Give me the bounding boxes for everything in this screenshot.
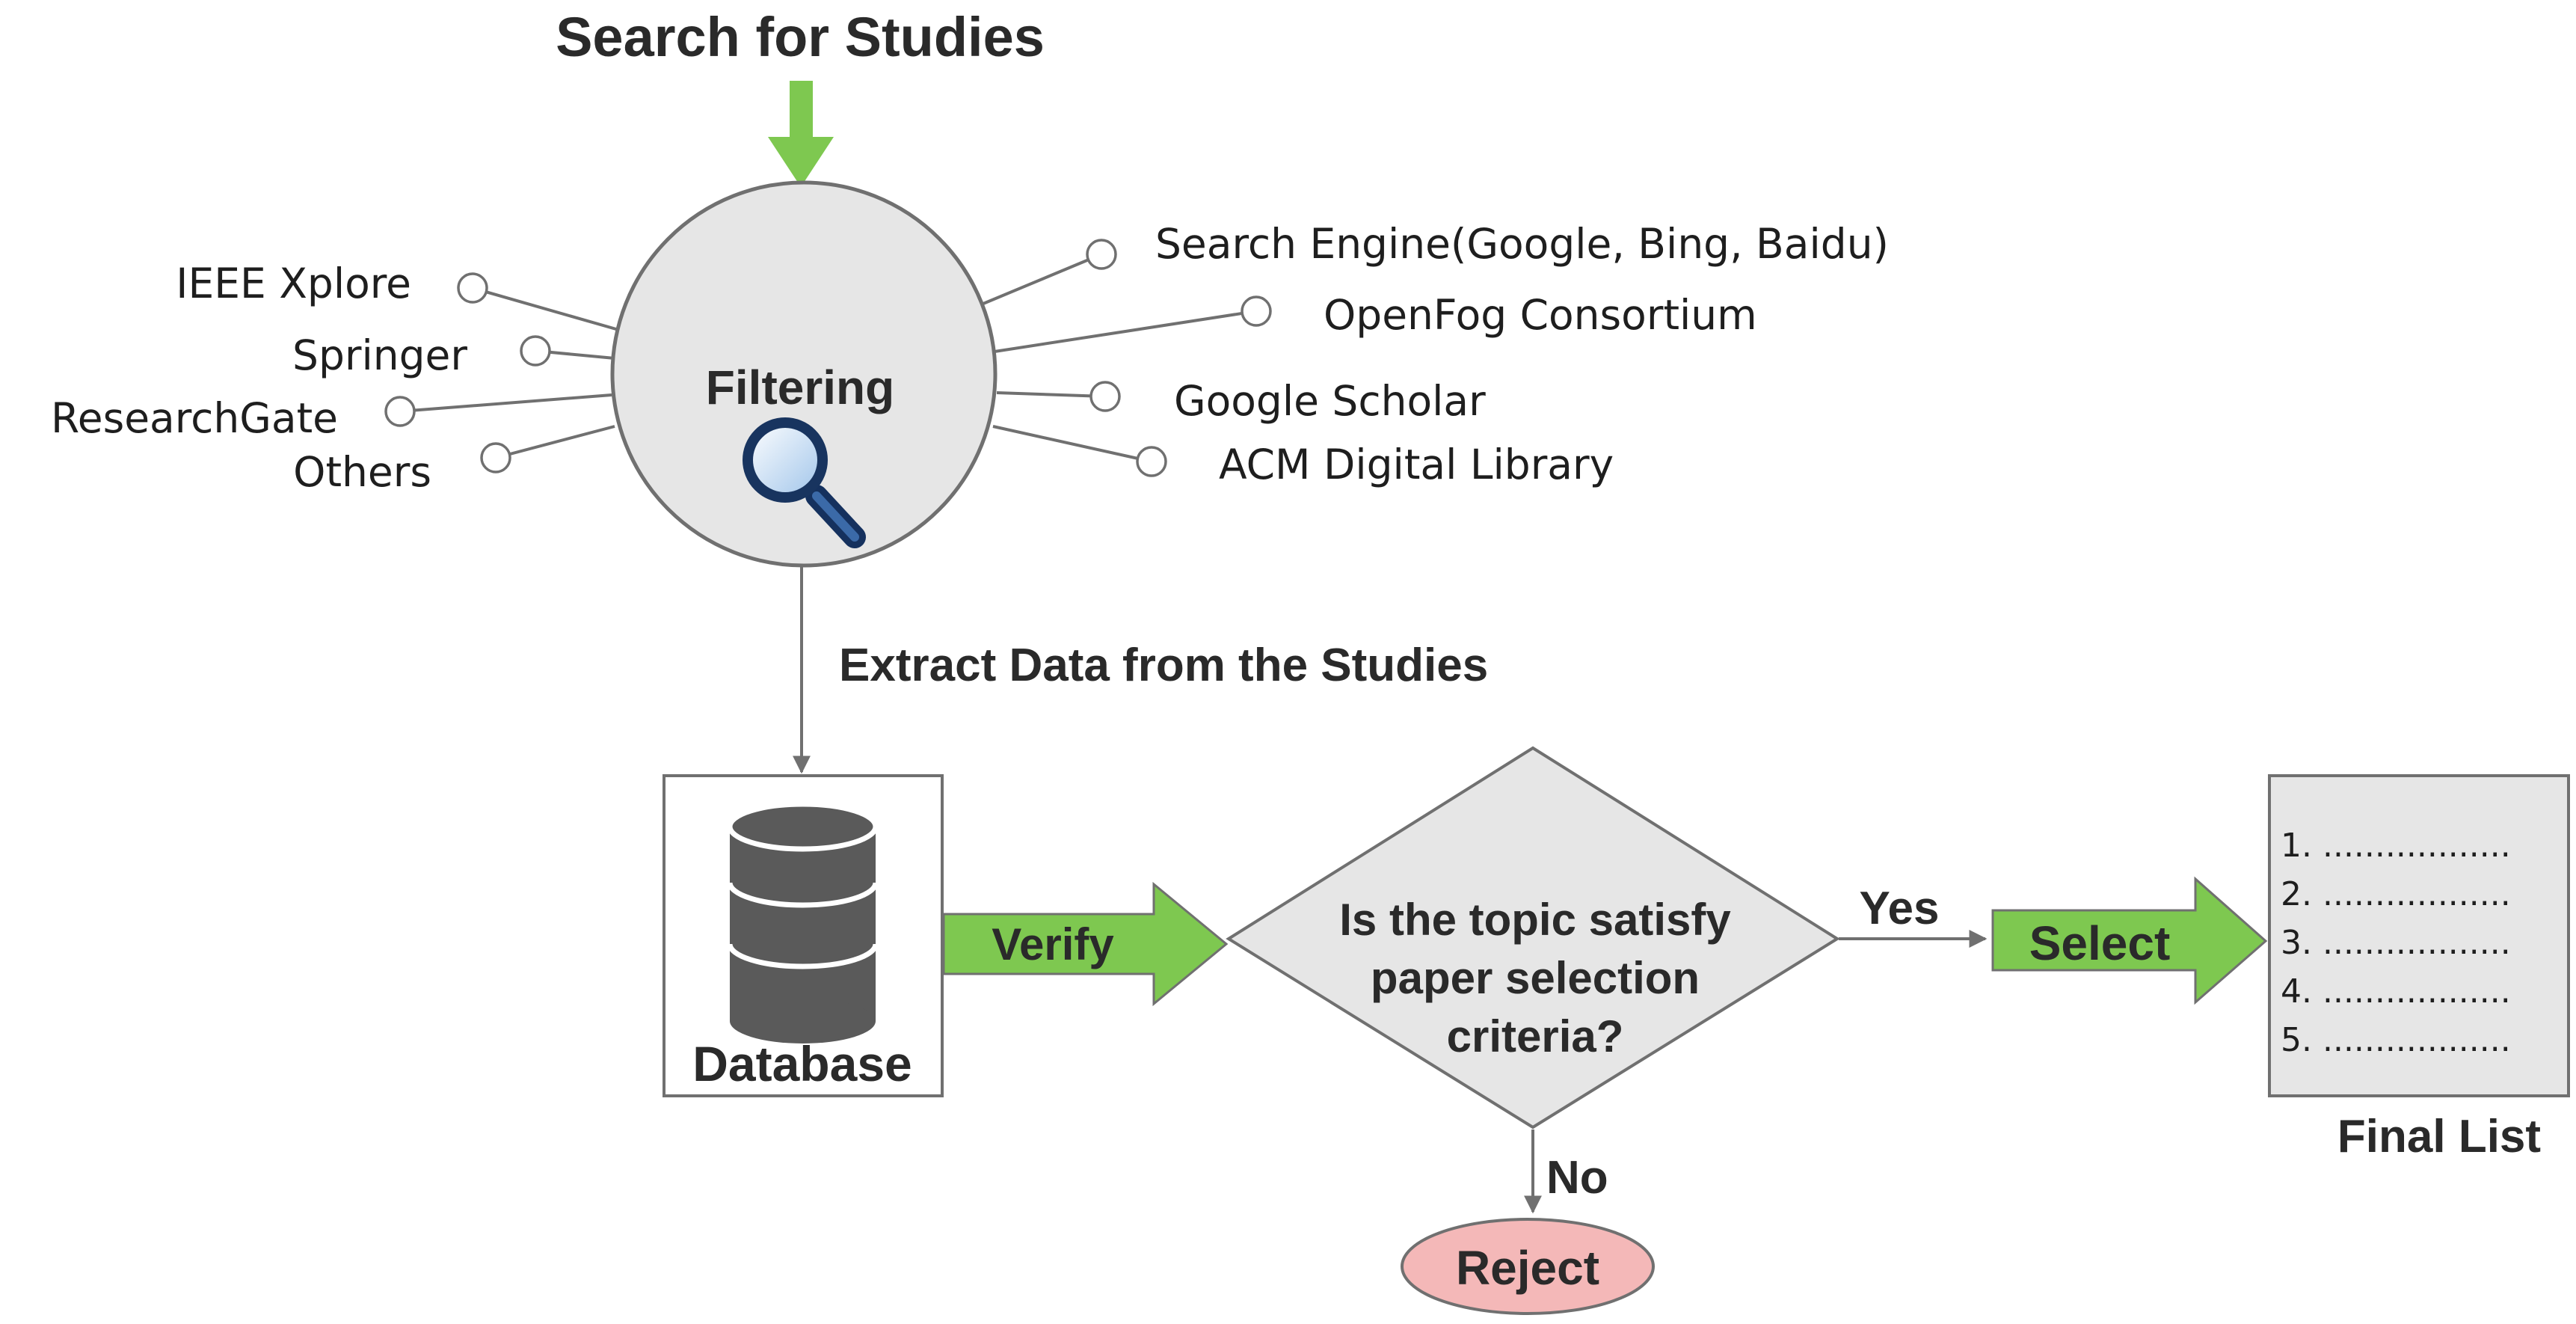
final-list-item-1: 1. ..................: [2281, 827, 2511, 865]
database-label: Database: [692, 1036, 912, 1091]
decision-diamond: [1226, 746, 1840, 1130]
final-list-item-5: 5. ..................: [2281, 1021, 2511, 1059]
extract-label: Extract Data from the Studies: [839, 640, 1488, 691]
select-arrow: [1991, 876, 2268, 1005]
decision-line-1: Is the topic satisfy: [1339, 895, 1731, 945]
final-list-box: [2268, 774, 2570, 1097]
source-acm-digital-library: ACM Digital Library: [1219, 441, 1614, 488]
select-label: Select: [2029, 916, 2171, 970]
source-google-scholar: Google Scholar: [1174, 377, 1486, 425]
source-researchgate: ResearchGate: [51, 394, 338, 442]
final-list-item-2: 2. ..................: [2281, 875, 2511, 913]
reject-ellipse: [1401, 1218, 1655, 1315]
source-connectors-left: [384, 272, 617, 473]
source-ieee-xplore: IEEE Xplore: [176, 260, 411, 307]
filtering-label: Filtering: [706, 361, 894, 414]
database-icon: [727, 801, 879, 1043]
final-list-item-4: 4. ..................: [2281, 972, 2511, 1011]
source-openfog-consortium: OpenFog Consortium: [1324, 291, 1757, 339]
source-others: Others: [293, 448, 431, 496]
search-down-arrow: [768, 81, 834, 187]
source-connectors-right: [979, 239, 1272, 477]
decision-line-2: paper selection: [1371, 953, 1700, 1003]
yes-label: Yes: [1860, 883, 1940, 934]
reject-label: Reject: [1456, 1241, 1599, 1295]
source-search-engine: Search Engine(Google, Bing, Baidu): [1155, 220, 1889, 268]
final-list-item-3: 3. ..................: [2281, 924, 2511, 962]
diagram-title: Search for Studies: [556, 6, 1045, 68]
magnifier-icon: [743, 417, 866, 548]
verify-arrow: [942, 881, 1229, 1007]
no-label: No: [1546, 1152, 1608, 1204]
verify-label: Verify: [992, 919, 1114, 969]
decision-line-3: criteria?: [1447, 1011, 1624, 1061]
source-springer: Springer: [292, 331, 467, 379]
filtering-circle: [610, 180, 997, 568]
final-list-label: Final List: [2337, 1111, 2541, 1162]
